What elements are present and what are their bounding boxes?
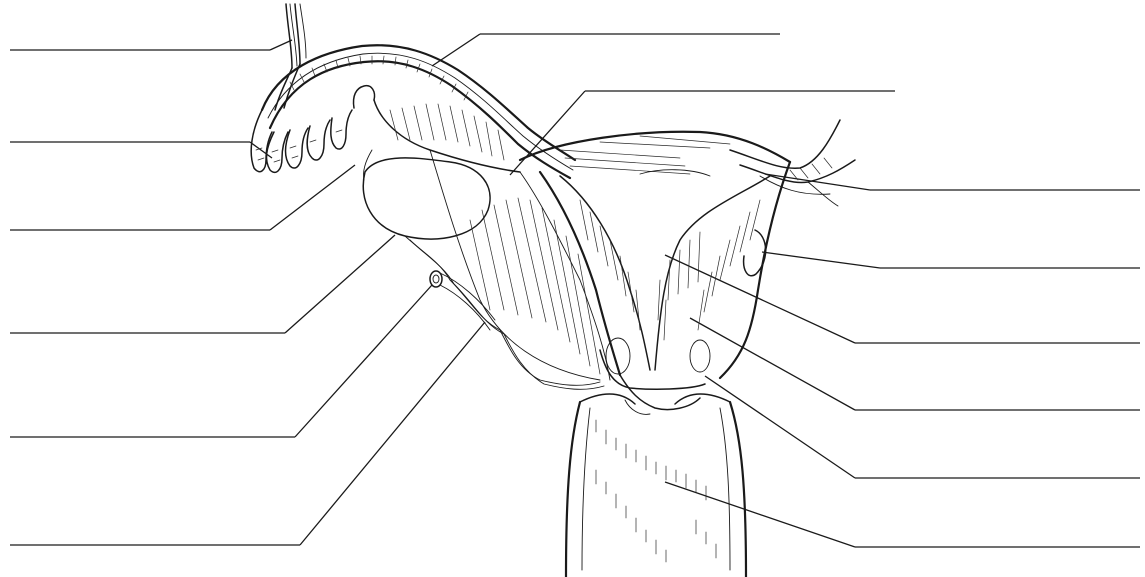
right-label-blanks	[480, 34, 1140, 547]
uterine-artery	[405, 236, 604, 389]
leader-line	[510, 91, 585, 175]
ovarian-vessels	[275, 4, 306, 110]
right-adnexa-stump	[730, 120, 855, 276]
cervix	[600, 338, 710, 414]
leader-line	[665, 482, 855, 547]
leader-line	[300, 322, 485, 545]
round-ligament-cut	[430, 271, 495, 330]
leader-line	[285, 235, 395, 333]
leader-line	[270, 165, 355, 230]
leader-line	[705, 376, 855, 478]
leader-line	[762, 252, 880, 268]
leader-lines	[250, 34, 880, 547]
leader-line	[432, 34, 480, 66]
leader-line	[295, 285, 432, 437]
vagina	[566, 394, 746, 577]
leader-line	[270, 40, 292, 50]
